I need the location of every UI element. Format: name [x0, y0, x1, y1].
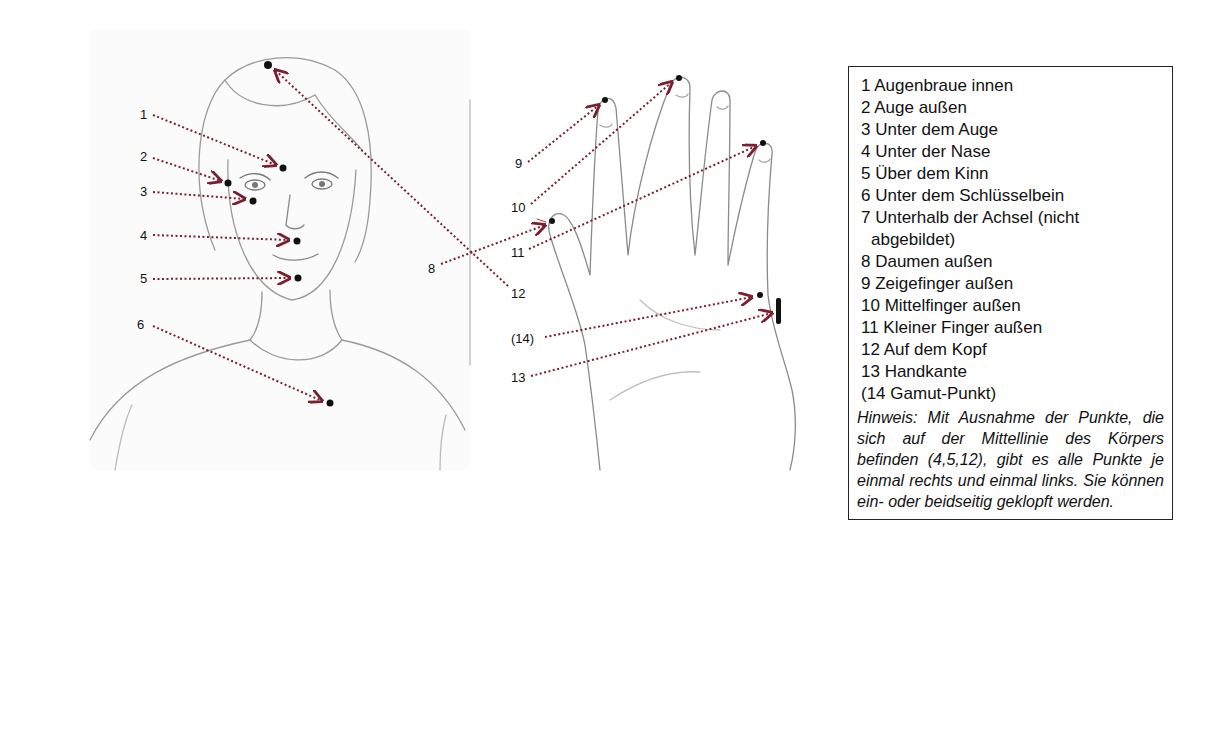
legend-entry: 8 Daumen außen — [857, 251, 1164, 273]
face-sketch — [90, 30, 470, 470]
callout-number: 12 — [511, 287, 525, 300]
legend-entry: 7 Unterhalb der Achsel (nicht abgebildet… — [857, 207, 1164, 251]
callout-number: 13 — [511, 371, 525, 384]
callout-number: 10 — [511, 201, 525, 214]
callout-number: 11 — [511, 246, 525, 259]
callout-number: 5 — [140, 272, 147, 285]
legend-entry: 5 Über dem Kinn — [857, 163, 1164, 185]
callout-number: 1 — [140, 108, 147, 121]
callout-number: 2 — [140, 150, 147, 163]
legend-box: 1 Augenbraue innen2 Auge außen3 Unter de… — [848, 66, 1173, 520]
tapping-point — [225, 61, 782, 407]
legend-entry: 13 Handkante — [857, 361, 1164, 383]
legend-entry: 10 Mittelfinger außen — [857, 295, 1164, 317]
legend-entry: 6 Unter dem Schlüsselbein — [857, 185, 1164, 207]
legend-entry: 1 Augenbraue innen — [857, 75, 1164, 97]
note-text: Hinweis: Mit Ausnahme der Punkte, die si… — [857, 407, 1164, 512]
callout-number: 3 — [140, 185, 147, 198]
legend-entry: (14 Gamut-Punkt) — [857, 383, 1164, 405]
callout-number: 6 — [137, 318, 144, 331]
callout-number: 9 — [515, 157, 522, 170]
callout-number: 8 — [428, 262, 435, 275]
hand-sketch — [537, 77, 795, 470]
callout-number: (14) — [511, 332, 534, 345]
legend-entry: 2 Auge außen — [857, 97, 1164, 119]
legend-entry: 12 Auf dem Kopf — [857, 339, 1164, 361]
legend-entry: 9 Zeigefinger außen — [857, 273, 1164, 295]
legend-entry: 11 Kleiner Finger außen — [857, 317, 1164, 339]
legend-entry: 3 Unter dem Auge — [857, 119, 1164, 141]
legend-entry: 4 Unter der Nase — [857, 141, 1164, 163]
leader-line — [153, 70, 772, 401]
callout-number: 4 — [140, 229, 147, 242]
